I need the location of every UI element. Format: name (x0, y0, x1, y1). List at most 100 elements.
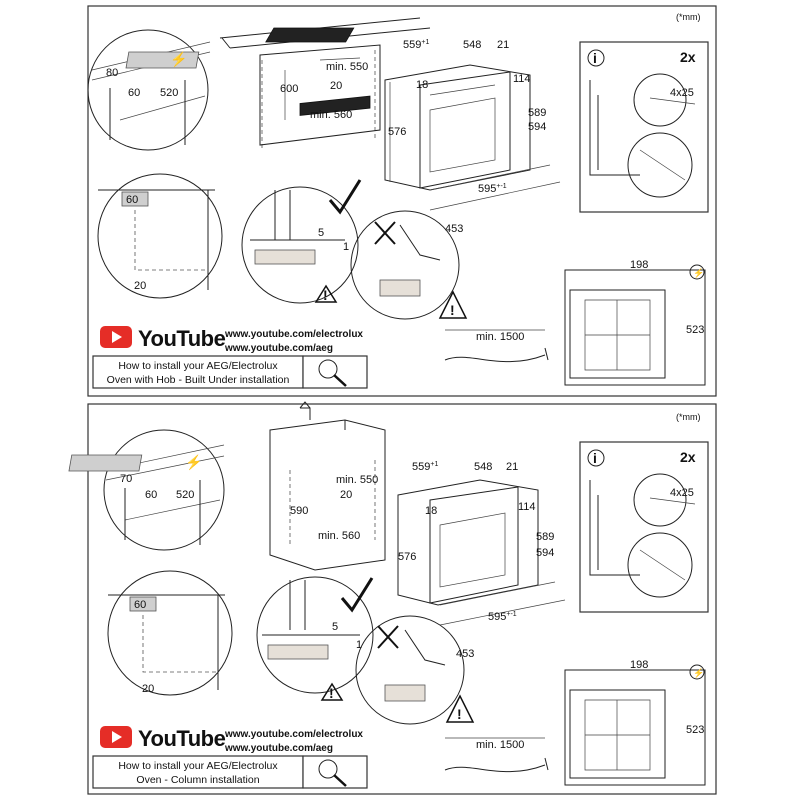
svg-text:!: ! (329, 685, 334, 701)
detail-circle-correct: 5 1 ! (256, 576, 374, 701)
dim-min-1500: min. 1500 (476, 739, 524, 751)
dim-595: 595+-1 (478, 183, 507, 195)
detail-circle-side: 60 20 (97, 173, 223, 299)
dim-21: 21 (497, 39, 509, 51)
dim-60: 60 (145, 489, 157, 501)
dim-60-side: 60 (126, 194, 138, 206)
url-aeg[interactable]: www.youtube.com/aeg (224, 343, 333, 354)
dim-20: 20 (340, 489, 352, 501)
caption-line-2: Oven - Column installation (136, 774, 259, 786)
arrow-up-icon (299, 401, 311, 420)
detail-circle-cutout: ⚡ 70 60 520 (68, 429, 225, 551)
dim-min-1500: min. 1500 (476, 331, 524, 343)
detail-circle-incorrect (355, 615, 465, 725)
svg-text:!: ! (457, 706, 462, 722)
warning-triangle-icon (445, 694, 475, 723)
dim-453: 453 (445, 223, 463, 235)
detail-circle-side: 60 20 (107, 570, 233, 696)
dim-576: 576 (398, 551, 416, 563)
screw-count: 2x (680, 449, 696, 465)
dim-198: 198 (630, 259, 648, 271)
dim-min-550: min. 550 (326, 61, 368, 73)
caption-line-1: How to install your AEG/Electrolux (118, 760, 278, 772)
dim-60-side: 60 (134, 599, 146, 611)
electric-warning-icon: ⚡ (185, 454, 202, 471)
dim-594: 594 (528, 121, 546, 133)
oven-front-view: 198 523 ⚡ (564, 259, 706, 386)
dim-1: 1 (356, 639, 362, 651)
warning-triangle-icon (314, 284, 338, 303)
dim-523: 523 (686, 324, 704, 336)
dim-5: 5 (318, 227, 324, 239)
warning-triangle-icon (438, 290, 468, 319)
cross-icon (377, 625, 399, 649)
search-icon[interactable] (318, 759, 347, 787)
screw-count: 2x (680, 49, 696, 65)
dim-min-550: min. 550 (336, 474, 378, 486)
dim-114: 114 (518, 501, 536, 513)
dim-21: 21 (506, 461, 518, 473)
youtube-block: YouTube www.youtube.com/electrolux www.y… (92, 726, 368, 789)
dim-594: 594 (536, 547, 554, 559)
url-aeg[interactable]: www.youtube.com/aeg (224, 743, 333, 754)
checkmark-icon (340, 577, 374, 613)
electric-warning-icon: ⚡ (693, 267, 704, 279)
url-electrolux[interactable]: www.youtube.com/electrolux (224, 729, 363, 740)
oven-front-view: 198 523 ⚡ (564, 659, 706, 786)
url-electrolux[interactable]: www.youtube.com/electrolux (224, 329, 363, 340)
oven-dimensions-view: 559+1 548 21 18 114 589 594 576 595+-1 4… (397, 461, 566, 660)
youtube-block: YouTube www.youtube.com/electrolux www.y… (92, 326, 368, 389)
dim-20-side: 20 (134, 280, 146, 292)
svg-text:!: ! (323, 287, 328, 303)
electric-warning-icon: ⚡ (693, 667, 704, 679)
caption-line-1: How to install your AEG/Electrolux (118, 360, 278, 372)
cross-icon (374, 221, 396, 245)
unit-note: (*mm) (676, 12, 701, 22)
info-icon: i (593, 50, 597, 66)
youtube-label: YouTube (138, 726, 226, 751)
electric-warning-icon: ⚡ (170, 51, 187, 68)
caption-line-2: Oven with Hob - Built Under installation (107, 374, 290, 386)
dim-520: 520 (160, 87, 178, 99)
screw-size: 4x25 (670, 487, 694, 499)
dim-595: 595+-1 (488, 611, 517, 623)
dim-20-side: 20 (142, 683, 154, 695)
detail-circle-cutout: ⚡ 80 60 520 (87, 29, 211, 151)
dim-520: 520 (176, 489, 194, 501)
panel-built-under: (*mm) ⚡ 80 60 520 600 min. 550 20 min. 5… (87, 5, 717, 397)
info-icon: i (593, 450, 597, 466)
dim-18: 18 (425, 505, 437, 517)
dim-1: 1 (343, 241, 349, 253)
screw-fixing-box: i 2x 4x25 (579, 441, 709, 613)
screw-size: 4x25 (670, 87, 694, 99)
search-icon[interactable] (318, 359, 347, 387)
dim-70: 70 (120, 473, 132, 485)
warning-triangle-icon (320, 682, 344, 701)
dim-5: 5 (332, 621, 338, 633)
dim-min-560: min. 560 (310, 109, 352, 121)
dim-559: 559+1 (412, 461, 438, 473)
dim-600: 600 (280, 83, 298, 95)
dim-80: 80 (106, 67, 118, 79)
cable-min-length: min. 1500 (444, 329, 549, 363)
dim-548: 548 (474, 461, 492, 473)
dim-min-560: min. 560 (318, 530, 360, 542)
unit-note: (*mm) (676, 412, 701, 422)
panel-column: (*mm) ⚡ 70 60 520 590 min. 550 20 min. 5… (68, 401, 717, 795)
cabinet-perspective: 600 min. 550 20 min. 560 (219, 17, 431, 150)
dim-589: 589 (528, 107, 546, 119)
oven-dimensions-view: 559+1 548 21 18 114 589 594 576 595+-1 4… (384, 39, 561, 235)
dim-453: 453 (456, 648, 474, 660)
cable-min-length: min. 1500 (444, 737, 549, 773)
dim-18: 18 (416, 79, 428, 91)
youtube-label: YouTube (138, 326, 226, 351)
dim-20: 20 (330, 80, 342, 92)
dim-198: 198 (630, 659, 648, 671)
dim-548: 548 (463, 39, 481, 51)
screw-fixing-box: i 2x 4x25 (579, 41, 709, 213)
dim-559: 559+1 (403, 39, 429, 51)
dim-60: 60 (128, 87, 140, 99)
checkmark-icon (328, 179, 362, 215)
dim-523: 523 (686, 724, 704, 736)
